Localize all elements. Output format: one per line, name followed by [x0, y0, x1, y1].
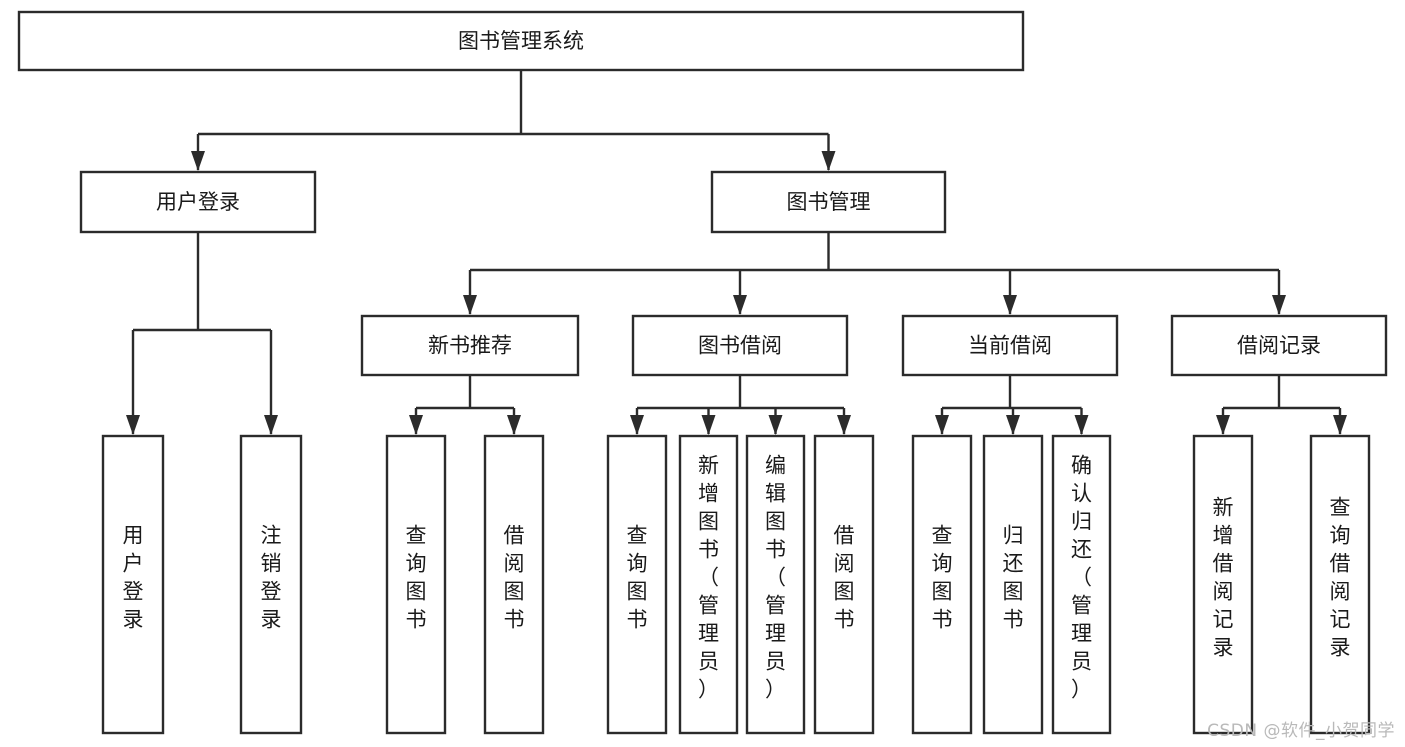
- node-box: [631, 314, 849, 377]
- node-box: [1170, 314, 1388, 377]
- node-l3-3[interactable]: 借阅记录: [1170, 314, 1388, 377]
- node-label: 注销登录: [261, 524, 282, 632]
- node-box: [385, 434, 447, 735]
- node-leaf-12[interactable]: 查询借阅记录: [1309, 434, 1371, 735]
- node-l2-1[interactable]: 图书管理: [710, 170, 947, 234]
- node-leaf-10[interactable]: 确认归还（管理员）: [1051, 434, 1112, 735]
- node-label: 新增借阅记录: [1213, 496, 1234, 660]
- arrow-head-icon: [1003, 295, 1017, 315]
- node-box: [1192, 434, 1254, 735]
- arrow-head-icon: [191, 151, 205, 171]
- arrow-head-icon: [1333, 415, 1347, 435]
- node-label: 查询图书: [627, 524, 648, 632]
- node-leaf-3[interactable]: 借阅图书: [483, 434, 545, 735]
- node-box: [982, 434, 1044, 735]
- node-label: 查询图书: [932, 524, 953, 632]
- node-l3-1[interactable]: 图书借阅: [631, 314, 849, 377]
- node-box: [710, 170, 947, 234]
- arrow-head-icon: [733, 295, 747, 315]
- node-leaf-5[interactable]: 新增图书（管理员）: [678, 434, 739, 735]
- node-leaf-8[interactable]: 查询图书: [911, 434, 973, 735]
- arrow-head-icon: [507, 415, 521, 435]
- node-box: [239, 434, 303, 735]
- node-leaf-6[interactable]: 编辑图书（管理员）: [745, 434, 806, 735]
- node-label: 查询借阅记录: [1330, 496, 1351, 660]
- node-box: [360, 314, 580, 377]
- node-label: 借阅记录: [1237, 334, 1321, 358]
- node-l3-0[interactable]: 新书推荐: [360, 314, 580, 377]
- arrow-head-icon: [768, 415, 783, 435]
- arrow-head-icon: [1272, 295, 1286, 315]
- arrow-head-icon: [630, 415, 644, 435]
- arrow-head-icon: [264, 415, 278, 435]
- nodes-layer: 图书管理系统用户登录图书管理新书推荐图书借阅当前借阅借阅记录用户登录注销登录查询…: [17, 10, 1388, 735]
- node-box: [678, 434, 739, 735]
- node-leaf-7[interactable]: 借阅图书: [813, 434, 875, 735]
- arrow-head-icon: [409, 415, 423, 435]
- edges-layer: [126, 70, 1347, 435]
- node-box: [813, 434, 875, 735]
- node-leaf-11[interactable]: 新增借阅记录: [1192, 434, 1254, 735]
- node-box: [1309, 434, 1371, 735]
- node-l2-0[interactable]: 用户登录: [79, 170, 317, 234]
- arrow-head-icon: [1216, 415, 1230, 435]
- node-leaf-4[interactable]: 查询图书: [606, 434, 668, 735]
- node-box: [483, 434, 545, 735]
- node-l3-2[interactable]: 当前借阅: [901, 314, 1119, 377]
- csdn-watermark: CSDN @软件_小贺同学: [1207, 721, 1395, 741]
- node-box: [911, 434, 973, 735]
- node-box: [101, 434, 165, 735]
- node-label: 新增图书（管理员）: [698, 454, 719, 702]
- node-label: 图书管理系统: [458, 29, 584, 53]
- arrow-head-icon: [1074, 415, 1089, 435]
- node-label: 用户登录: [123, 524, 144, 632]
- node-leaf-9[interactable]: 归还图书: [982, 434, 1044, 735]
- arrow-head-icon: [821, 151, 836, 171]
- node-leaf-0[interactable]: 用户登录: [101, 434, 165, 735]
- node-root-0[interactable]: 图书管理系统: [17, 10, 1025, 72]
- arrow-head-icon: [463, 295, 477, 315]
- node-label: 用户登录: [156, 190, 240, 214]
- node-box: [745, 434, 806, 735]
- node-leaf-2[interactable]: 查询图书: [385, 434, 447, 735]
- node-label: 新书推荐: [428, 334, 512, 358]
- node-leaf-1[interactable]: 注销登录: [239, 434, 303, 735]
- arrow-head-icon: [837, 415, 851, 435]
- node-label: 查询图书: [406, 524, 427, 632]
- node-box: [79, 170, 317, 234]
- node-label: 归还图书: [1003, 524, 1024, 632]
- node-box: [901, 314, 1119, 377]
- arrow-head-icon: [126, 415, 140, 435]
- node-label: 当前借阅: [968, 334, 1052, 358]
- arrow-head-icon: [935, 415, 949, 435]
- node-label: 借阅图书: [504, 524, 525, 632]
- node-box: [606, 434, 668, 735]
- node-label: 借阅图书: [834, 524, 855, 632]
- node-box: [17, 10, 1025, 72]
- node-label: 图书借阅: [698, 334, 782, 358]
- node-label: 图书管理: [787, 190, 871, 214]
- node-label: 确认归还（管理员）: [1071, 454, 1092, 702]
- arrow-head-icon: [1006, 415, 1020, 435]
- node-box: [1051, 434, 1112, 735]
- arrow-head-icon: [701, 415, 716, 435]
- node-label: 编辑图书（管理员）: [765, 454, 786, 702]
